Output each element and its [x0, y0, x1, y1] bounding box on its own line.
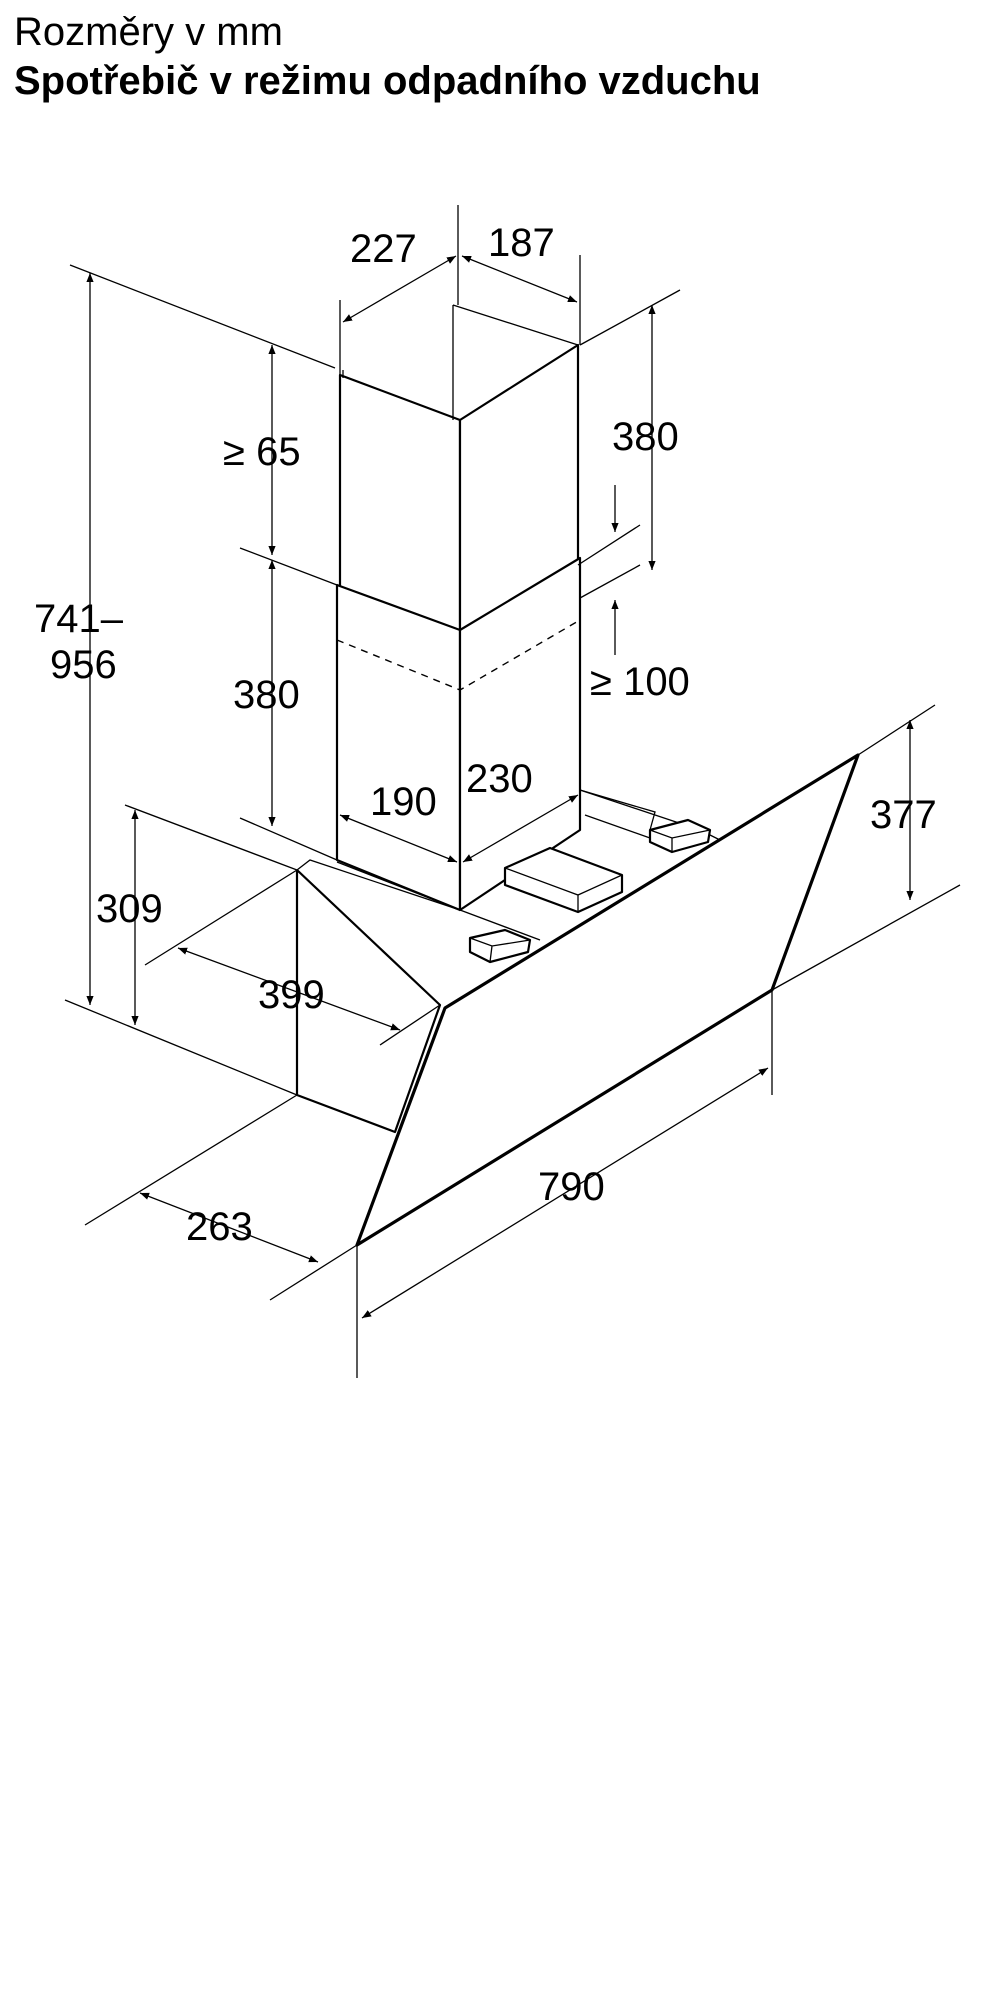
clip-left — [468, 928, 532, 964]
label-lower-chimney-height: 380 — [233, 673, 300, 717]
page-subtitle: Spotřebič v režimu odpadního vzduchu — [14, 59, 761, 103]
label-total-height-line1: 741– — [34, 597, 124, 641]
label-lower-chimney-width: 230 — [466, 757, 533, 801]
label-hood-depth: 263 — [186, 1205, 253, 1249]
label-body-height: 309 — [96, 887, 163, 931]
page-title: Rozměry v mm — [14, 10, 283, 54]
label-body-width: 399 — [258, 973, 325, 1017]
dimension-arrows — [86, 255, 914, 1319]
label-lower-chimney-depth: 190 — [370, 780, 437, 824]
lower-chimney-left-face — [335, 583, 462, 912]
label-min-gap-top: ≥ 65 — [223, 430, 301, 474]
dimension-labels: 227 187 ≥ 65 380 741– 956 380 ≥ 100 190 … — [34, 221, 937, 1249]
upper-chimney-back-edge — [452, 304, 579, 420]
hood-outline — [295, 304, 860, 1247]
extension-lines — [64, 205, 961, 1378]
overlap-hidden-line — [336, 619, 581, 691]
label-chimney-width-right: 187 — [488, 221, 555, 265]
label-min-overlap: ≥ 100 — [590, 660, 690, 704]
label-hood-width: 790 — [538, 1165, 605, 1209]
label-glass-height: 377 — [870, 793, 937, 837]
label-upper-chimney-height: 380 — [612, 415, 679, 459]
label-total-height-line2: 956 — [50, 643, 117, 687]
label-chimney-depth-left: 227 — [350, 227, 417, 271]
